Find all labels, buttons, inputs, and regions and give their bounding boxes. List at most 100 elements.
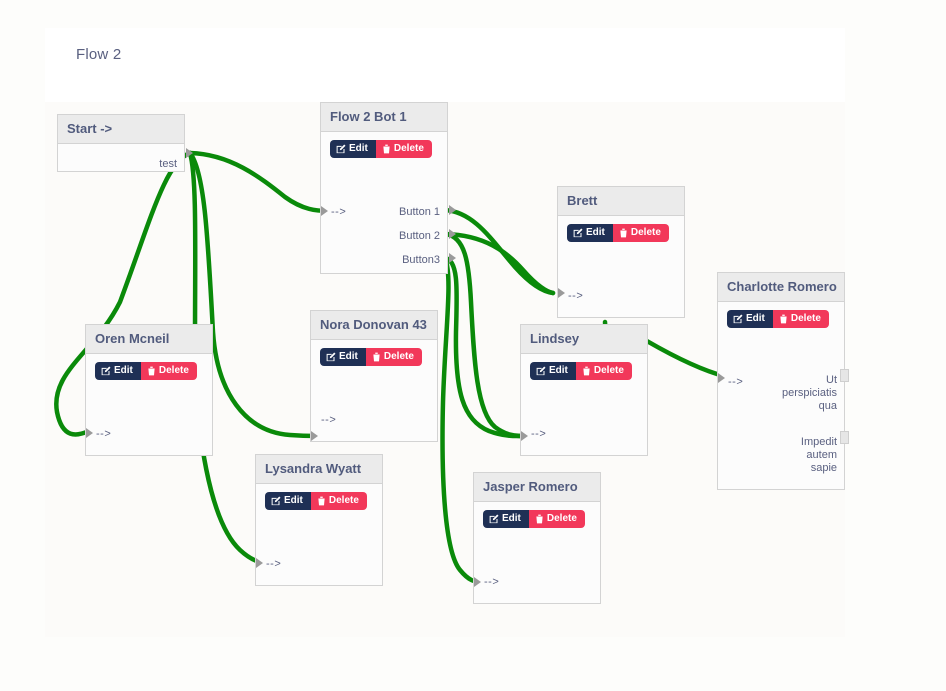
node-body: test [58,144,184,172]
port-arrow-flow2bot1-in [321,206,328,216]
node-body: Edit Delete --> [474,502,600,604]
output-nub-1[interactable] [840,369,849,382]
delete-label: Delete [328,495,359,506]
node-actions: Edit Delete [330,140,432,158]
delete-button[interactable]: Delete [365,348,422,366]
flow-header-card: Flow 2 [45,28,845,102]
trash-icon [780,314,787,324]
input-port[interactable]: --> [266,558,282,570]
node-actions: Edit Delete [483,510,585,528]
delete-button[interactable]: Delete [528,510,585,528]
delete-button[interactable]: Delete [575,362,632,380]
edit-button[interactable]: Edit [483,510,529,528]
output-port-button-3[interactable]: Button3 [402,254,440,266]
output-nub-2[interactable] [840,431,849,444]
node-title: Oren Mcneil [86,325,212,354]
edit-button[interactable]: Edit [727,310,773,328]
node-body: Edit Delete --> Button 1 Button 2 Button… [321,132,447,274]
node-body: Edit Delete --> Ut perspiciatis qua Impe… [718,302,844,490]
node-title: Charlotte Romero [718,273,844,302]
port-arrow-button-2 [449,229,456,239]
node-flow2bot1[interactable]: Flow 2 Bot 1 Edit Delete [320,102,448,274]
trash-icon [536,514,543,524]
output-port-button-2[interactable]: Button 2 [399,230,440,242]
node-charlotte-romero[interactable]: Charlotte Romero Edit Delete [717,272,845,490]
trash-icon [148,366,155,376]
node-nora-donovan[interactable]: Nora Donovan 43 Edit Delete [310,310,438,442]
edit-button[interactable]: Edit [330,140,376,158]
node-start[interactable]: Start -> test [57,114,185,172]
flow-canvas[interactable]: Start -> test Flow 2 Bot 1 Edit [45,102,849,637]
edit-label: Edit [586,227,605,238]
edit-button[interactable]: Edit [567,224,613,242]
port-arrow-button-3 [449,253,456,263]
input-port[interactable]: --> [728,376,744,388]
input-port[interactable]: --> [568,290,584,302]
edit-button[interactable]: Edit [530,362,576,380]
input-port[interactable]: --> [96,428,112,440]
output-port-test[interactable]: test [159,158,177,170]
delete-button[interactable]: Delete [375,140,432,158]
output-port-button-1[interactable]: Button 1 [399,206,440,218]
node-lindsey[interactable]: Lindsey Edit Delete [520,324,648,456]
port-arrow-button-1 [449,205,456,215]
port-arrow-jasper-in [474,577,481,587]
output-port-impedit-autem-sapie[interactable]: Impedit autem sapie [800,436,837,474]
edit-label: Edit [549,365,568,376]
node-title: Lysandra Wyatt [256,455,382,484]
delete-button[interactable]: Delete [310,492,367,510]
node-actions: Edit Delete [265,492,367,510]
node-lysandra-wyatt[interactable]: Lysandra Wyatt Edit Delete [255,454,383,586]
node-jasper-romero[interactable]: Jasper Romero Edit Delete [473,472,601,604]
node-actions: Edit Delete [530,362,632,380]
pencil-square-icon [733,314,743,324]
delete-button[interactable]: Delete [772,310,829,328]
node-title: Start -> [58,115,184,144]
port-arrow-lindsey-in [521,431,528,441]
node-body: Edit Delete --> [256,484,382,586]
edge-button2-lindsey [442,231,526,439]
node-brett[interactable]: Brett Edit Delete [557,186,685,318]
pencil-square-icon [326,352,336,362]
input-port[interactable]: --> [484,576,500,588]
trash-icon [383,144,390,154]
delete-button[interactable]: Delete [140,362,197,380]
pencil-square-icon [336,144,346,154]
edit-label: Edit [349,143,368,154]
port-arrow-brett-in [558,288,565,298]
edge-button2-brett [442,231,556,296]
node-title: Flow 2 Bot 1 [321,103,447,132]
delete-label: Delete [790,313,821,324]
edit-button[interactable]: Edit [320,348,366,366]
input-port[interactable]: --> [531,428,547,440]
pencil-square-icon [573,228,583,238]
node-actions: Edit Delete [95,362,197,380]
edit-button[interactable]: Edit [95,362,141,380]
node-title: Brett [558,187,684,216]
edit-button[interactable]: Edit [265,492,311,510]
pencil-square-icon [101,366,111,376]
delete-label: Delete [630,227,661,238]
delete-button[interactable]: Delete [612,224,669,242]
edge-button3-lindsey [442,255,526,439]
pencil-square-icon [536,366,546,376]
node-oren-mcneil[interactable]: Oren Mcneil Edit Delete [85,324,213,456]
input-port[interactable]: --> [321,414,337,426]
node-actions: Edit Delete [567,224,669,242]
pencil-square-icon [271,496,281,506]
node-actions: Edit Delete [727,310,829,328]
node-title: Lindsey [521,325,647,354]
edit-label: Edit [746,313,765,324]
output-port-ut-perspiciatis-qua[interactable]: Ut perspiciatis qua [781,374,837,412]
port-arrow-charlotte-in [718,373,725,383]
input-port[interactable]: --> [331,206,347,218]
edit-label: Edit [114,365,133,376]
edge-button1-brett [442,207,556,296]
node-title: Jasper Romero [474,473,600,502]
delete-label: Delete [593,365,624,376]
delete-label: Delete [393,143,424,154]
edge-start-flow2bot1 [187,150,331,214]
port-arrow-start-out [186,148,193,158]
trash-icon [318,496,325,506]
